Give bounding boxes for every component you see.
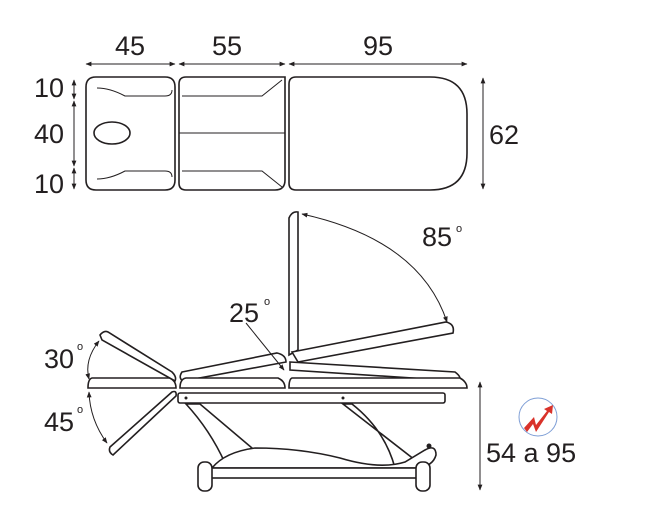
height-range-label: 54 a 95 [486, 438, 576, 468]
degree-symbol: o [77, 404, 83, 416]
angle-45-label: 45 [44, 407, 74, 437]
total-width-label: 62 [489, 120, 519, 150]
degree-symbol: o [456, 223, 462, 235]
head-top-label: 10 [34, 73, 64, 103]
electric-lift-icon [518, 397, 558, 437]
left-foot [197, 461, 213, 492]
head-pad-down [108, 390, 177, 456]
width-middle-label: 55 [212, 31, 242, 61]
right-foot [415, 461, 431, 492]
head-bottom-label: 10 [34, 169, 64, 199]
angle-85-label: 85 [422, 222, 452, 252]
head-center-label: 40 [34, 119, 64, 149]
angle-25-label: 25 [229, 298, 259, 328]
base-body [210, 447, 437, 469]
degree-symbol: o [77, 341, 83, 353]
back-pad-flat [288, 377, 468, 389]
backrest-upright [288, 211, 299, 357]
back-section [288, 76, 468, 191]
middle-pad-flat [179, 377, 286, 389]
back-raised-85 [290, 321, 455, 363]
base-rail [209, 467, 418, 479]
width-back-label: 95 [363, 31, 393, 61]
side-view: 85 o 25 o 30 o 45 o 54 a 95 [44, 211, 576, 492]
width-head-label: 45 [115, 31, 145, 61]
middle-raised [179, 352, 287, 382]
angle-30-label: 30 [44, 344, 74, 374]
frame-bar [177, 392, 446, 404]
head-pad-up [99, 330, 177, 383]
face-hole [93, 121, 131, 145]
head-pad-flat [87, 377, 177, 389]
degree-symbol: o [264, 296, 270, 308]
top-view: 45 55 95 10 40 10 62 [34, 31, 519, 199]
